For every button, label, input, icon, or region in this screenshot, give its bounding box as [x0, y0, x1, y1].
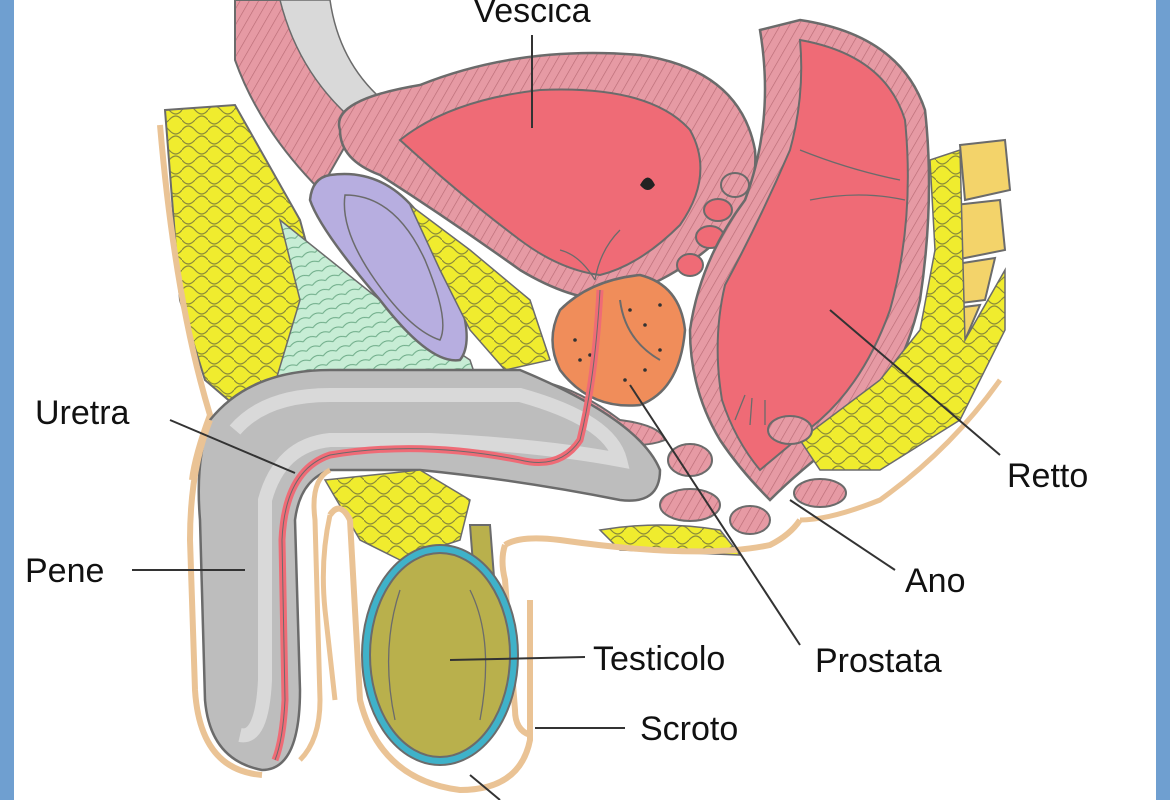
fat-scrotal [323, 469, 471, 561]
leader-testicolo [449, 656, 586, 661]
seminal-vesicle [720, 172, 750, 198]
penis-body [197, 368, 662, 772]
frame-right [1156, 0, 1170, 800]
leader-retto [829, 309, 1001, 456]
label-testicolo: Testicolo [593, 640, 725, 678]
penis-inner [229, 388, 630, 743]
label-uretra: Uretra [35, 394, 130, 432]
fat-retropubic [409, 204, 551, 371]
posterior-skin [799, 378, 1003, 523]
frame-left [0, 0, 14, 800]
label-retto: Retto [1007, 457, 1088, 495]
label-vescica: Vescica [473, 0, 590, 30]
fat-posterior [798, 148, 1006, 471]
label-pene: Pene [25, 552, 104, 590]
sacrum [958, 138, 1012, 202]
bladder-lumen [398, 88, 702, 277]
testicle [369, 552, 511, 758]
label-ano: Ano [905, 562, 966, 600]
anal-sphincter [767, 415, 813, 445]
leader-prostata [629, 384, 801, 646]
rectum-lumen [716, 38, 909, 472]
prostate [551, 273, 687, 407]
scrotum [327, 505, 533, 794]
leader-bottom [469, 774, 501, 800]
penis-skin [186, 418, 263, 778]
perineal-skin [503, 518, 803, 555]
label-scroto: Scroto [640, 710, 738, 748]
label-prostata: Prostata [815, 642, 942, 680]
leader-ano [789, 499, 896, 571]
leader-uretra [169, 419, 296, 474]
